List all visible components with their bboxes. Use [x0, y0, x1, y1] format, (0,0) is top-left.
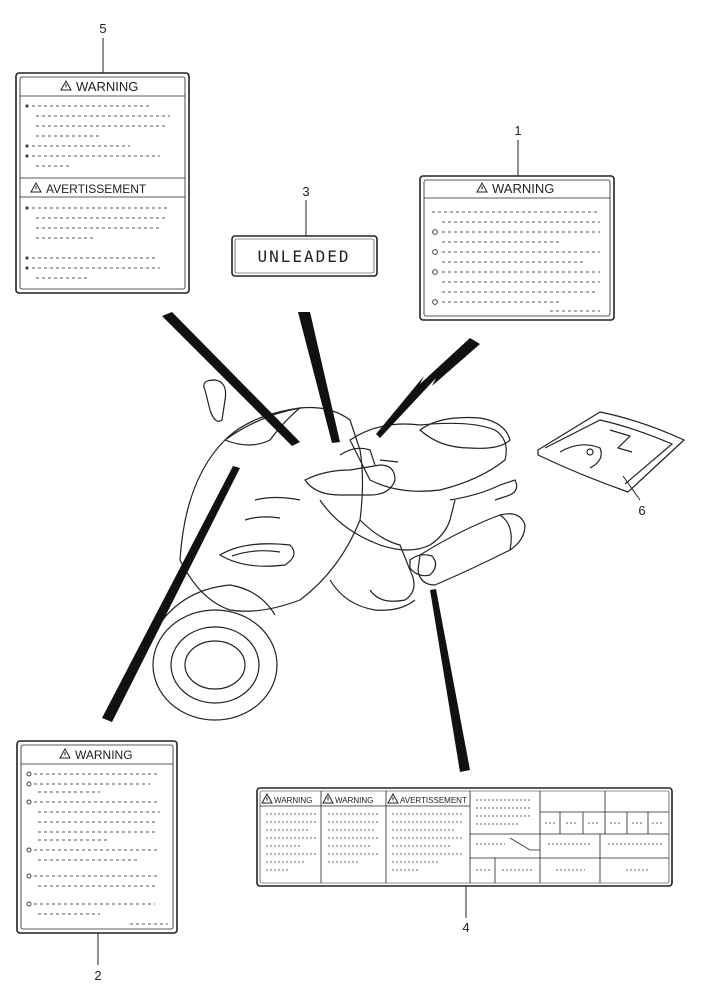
label-3-unleaded: UNLEADED: [231, 235, 378, 277]
leader-2: [102, 466, 240, 722]
callout-4: 4: [462, 920, 469, 935]
callout-3: 3: [302, 184, 309, 199]
mirror: [203, 379, 227, 422]
leader-5: [162, 312, 300, 446]
label-2-warning: WARNING: [16, 740, 178, 934]
unleaded-text: UNLEADED: [257, 247, 350, 266]
front-wheel: [152, 609, 278, 721]
avertissement-heading: AVERTISSEMENT: [46, 182, 147, 196]
leader-4: [430, 589, 470, 772]
warning-heading: WARNING: [76, 79, 138, 94]
avertissement-heading: AVERTISSEMENT: [400, 796, 467, 805]
fuel-tank: [349, 422, 507, 492]
warning-heading: WARNING: [274, 796, 312, 805]
callout-lines: [97, 38, 641, 965]
warning-heading: WARNING: [335, 796, 373, 805]
seat: [419, 416, 511, 449]
muffler: [417, 513, 526, 586]
callout-6: 6: [638, 503, 645, 518]
leader-1: [376, 338, 480, 438]
callout-5: 5: [99, 21, 106, 36]
leader-lines: [102, 312, 480, 772]
callout-2: 2: [94, 968, 101, 983]
part-6-manual-pouch: [537, 411, 686, 493]
motorcycle-illustration: [149, 379, 526, 721]
callout-1: 1: [514, 123, 521, 138]
label-1-warning: WARNING: [419, 175, 615, 321]
label-5-warning-avertissement: WARNING AVERTISSEMENT: [15, 72, 190, 294]
label-4-combined-warnings: WARNING WARNING AVERTISSEMENT: [256, 787, 673, 887]
leader-3: [298, 312, 340, 443]
warning-heading: WARNING: [492, 181, 554, 196]
warning-heading: WARNING: [75, 748, 133, 762]
headlight: [218, 543, 295, 567]
